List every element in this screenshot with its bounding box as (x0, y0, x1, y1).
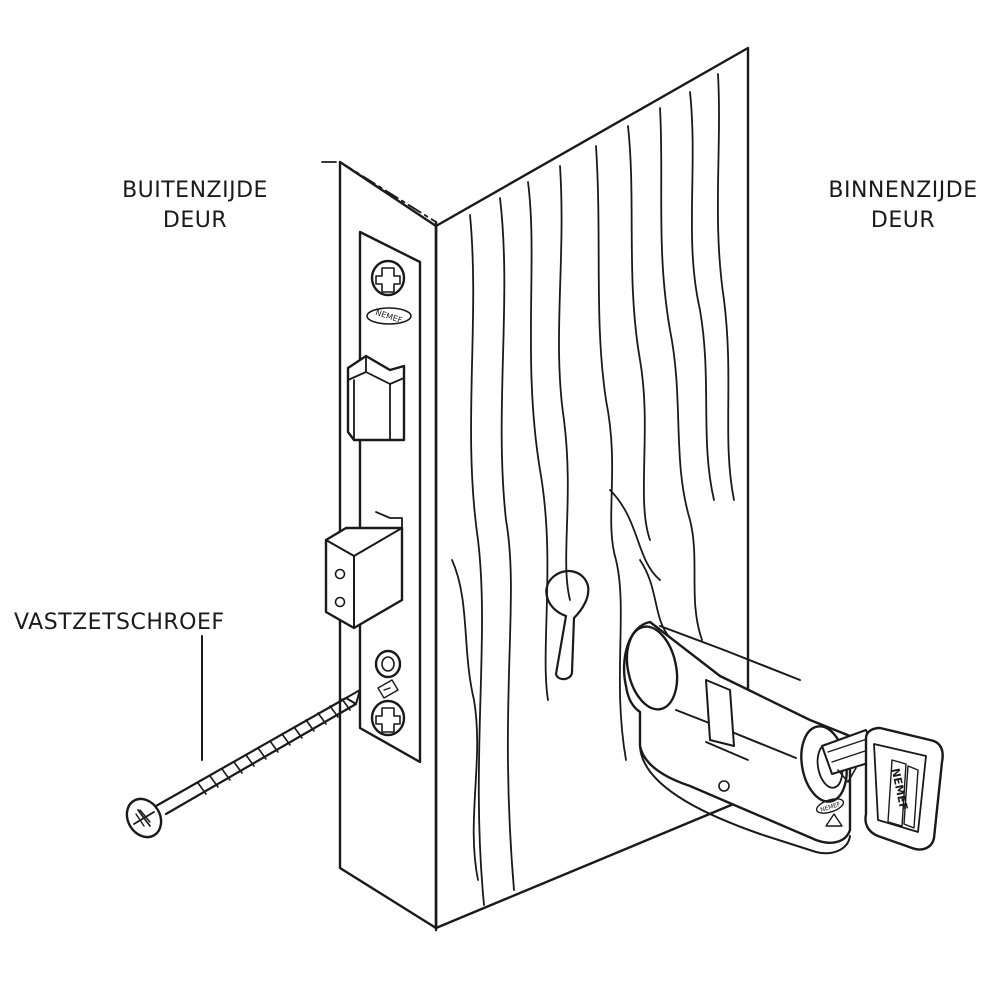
wood-grain (451, 73, 735, 906)
outside-door-label-line1: BUITENZIJDE (122, 178, 268, 203)
fixing-screw-label: VASTZETSCHROEF (14, 608, 254, 638)
outside-door-label: BUITENZIJDE DEUR (100, 176, 290, 236)
latch-bolt (346, 354, 406, 442)
lock-faceplate (324, 230, 422, 764)
cylinder-brand-badge (815, 798, 845, 814)
door-leaf (434, 46, 750, 930)
faceplate-screw-top-icon (370, 259, 406, 297)
key (821, 726, 944, 851)
cylinder-lock (622, 620, 852, 855)
dead-bolt (324, 511, 404, 630)
faceplate-screw-bottom-icon (370, 699, 406, 737)
inside-door-label-line2: DEUR (870, 208, 936, 233)
faceplate-brand-badge (366, 307, 412, 325)
fixing-screw (125, 689, 361, 839)
inside-door-label-line1: BINNENZIJDE (828, 178, 978, 203)
keyhole-cutout (545, 569, 590, 681)
certification-mark-icon (377, 679, 399, 699)
inside-door-label: BINNENZIJDE DEUR (808, 176, 998, 236)
fixing-screw-label-text: VASTZETSCHROEF (14, 610, 225, 635)
cylinder-screw-hole (374, 649, 402, 679)
outside-door-label-line2: DEUR (162, 208, 228, 233)
